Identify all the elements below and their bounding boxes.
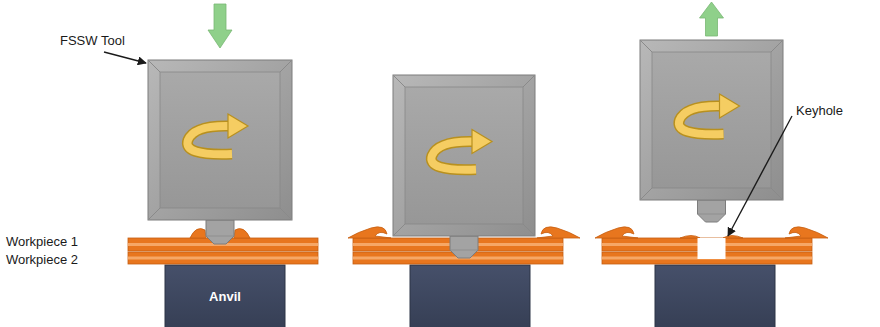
motion-arrow — [700, 2, 724, 36]
motion-arrow — [208, 4, 232, 48]
tool-bevel — [640, 188, 652, 200]
leader-line — [104, 52, 146, 63]
stage-panel — [128, 4, 318, 327]
rotation-arrow — [187, 126, 232, 154]
rotation-arrowhead — [472, 130, 492, 154]
rotation-arrowhead — [228, 114, 248, 138]
tool-bevel — [771, 40, 783, 52]
tool-label: FSSW Tool — [60, 34, 125, 49]
tool-bevel — [280, 60, 292, 72]
tool-bevel — [640, 40, 652, 52]
anvil-block — [410, 265, 530, 327]
anvil-block: Anvil — [165, 265, 285, 327]
plate-sheen — [128, 257, 318, 260]
pin-edge — [206, 236, 234, 237]
workpiece-label: Workpiece 2 — [6, 253, 78, 268]
rotation-arrowhead — [720, 94, 740, 118]
tool-body — [393, 75, 535, 236]
tool-bevel — [523, 224, 535, 236]
rotation-arrow — [679, 106, 724, 134]
tool-body — [148, 60, 292, 220]
pin-edge — [698, 214, 726, 215]
workpiece-2 — [128, 252, 318, 264]
tool-pin — [206, 220, 234, 244]
tool-bevel — [148, 208, 160, 220]
rotation-arrow-outline — [431, 141, 476, 169]
rotation-arrow — [431, 141, 476, 169]
pin-edge — [450, 250, 478, 251]
tool-face — [405, 87, 523, 224]
weld-flash — [595, 227, 828, 238]
tool-body — [640, 40, 783, 200]
anvil-block — [165, 265, 285, 327]
tool-pin — [698, 200, 726, 222]
workpiece-label: Workpiece 1 — [6, 235, 78, 250]
tool-bevel — [148, 60, 160, 72]
leader-line — [728, 116, 792, 236]
keyhole-cavity — [698, 238, 726, 259]
keyhole-label: Keyhole — [796, 104, 843, 119]
rotation-arrow-outline — [187, 126, 232, 154]
tool-bevel — [280, 208, 292, 220]
tool-pin — [450, 236, 478, 258]
anvil-block — [655, 265, 775, 327]
tool-bevel — [523, 75, 535, 87]
tool-face — [652, 52, 771, 188]
tool-bevel — [771, 188, 783, 200]
stage-panel — [348, 75, 580, 327]
tool-face — [160, 72, 280, 208]
tool-bevel — [393, 75, 405, 87]
rotation-arrow-outline — [679, 106, 724, 134]
stage-panel — [595, 2, 828, 327]
tool-bevel — [393, 224, 405, 236]
anvil-label: Anvil — [209, 289, 241, 304]
